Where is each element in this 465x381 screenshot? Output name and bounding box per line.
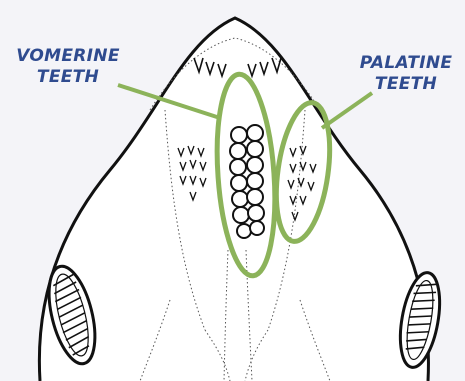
palatine-leader-line [322, 93, 372, 128]
vomerine-label-line2: TEETH [8, 67, 128, 88]
vomerine-teeth-label: VOMERINE TEETH [8, 46, 128, 88]
palatine-teeth-label: PALATINE TEETH [352, 53, 460, 95]
palatine-label-line2: TEETH [352, 74, 460, 95]
vomerine-label-line1: VOMERINE [8, 46, 128, 67]
palatine-label-line1: PALATINE [352, 53, 460, 74]
